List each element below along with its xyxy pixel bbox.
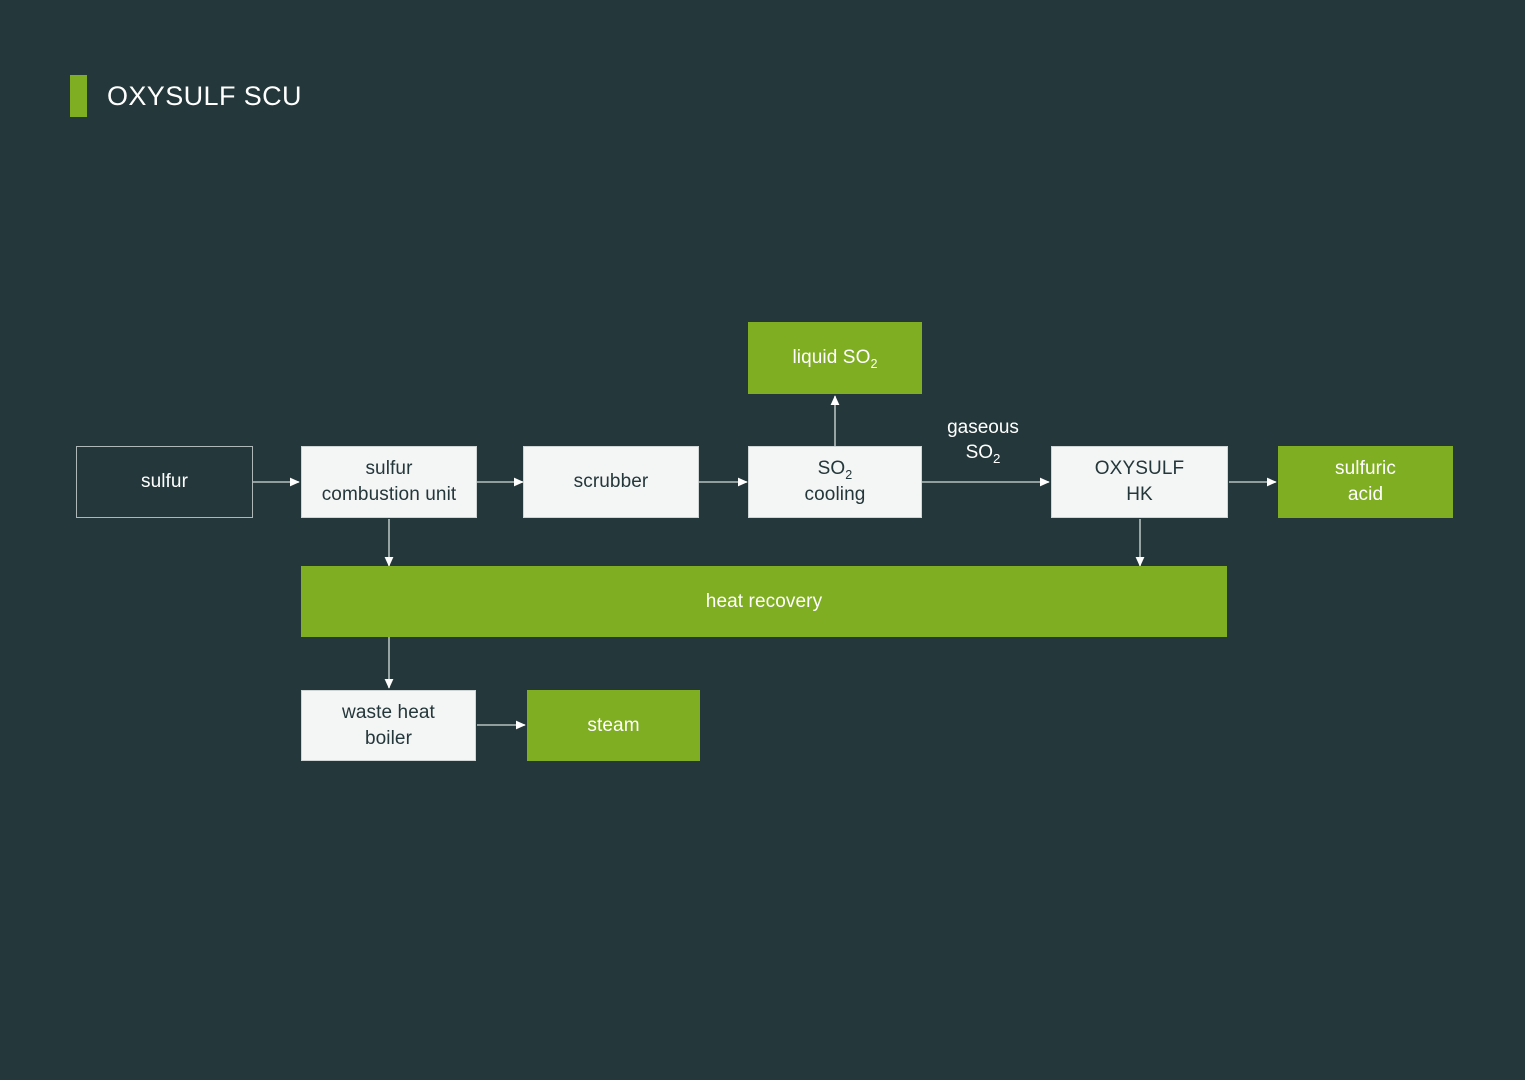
node-steam[interactable]: steam (527, 690, 700, 761)
node-liquid-so2-label: liquid SO2 (792, 345, 877, 371)
node-heat-recovery-label: heat recovery (705, 590, 823, 612)
title-label: OXYSULF SCU (107, 80, 302, 111)
edge-label-gaseous-so2-line2-main: SO (965, 441, 994, 463)
title-accent-bar (70, 75, 87, 117)
edge-label-gaseous-so2-line2-sub: 2 (993, 450, 1001, 466)
node-scrubber-label: scrubber (573, 471, 649, 493)
node-so2-cooling-label: SO2 cooling (805, 456, 866, 507)
edge-label-gaseous-so2-line1: gaseous (947, 417, 1019, 438)
node-scrubber[interactable]: scrubber (523, 446, 699, 518)
node-steam-label: steam (587, 714, 640, 736)
node-so2-cooling-label-sub: 2 (845, 468, 853, 483)
node-sulfur-label: sulfur (140, 471, 189, 493)
node-so2-cooling[interactable]: SO2 cooling (748, 446, 922, 518)
node-liquid-so2[interactable]: liquid SO2 (748, 322, 922, 394)
node-so2-cooling-label-main: SO (817, 458, 846, 480)
node-liquid-so2-label-sub: 2 (870, 356, 878, 371)
edge-label-gaseous-so2: gaseous SO2 (928, 416, 1038, 465)
node-liquid-so2-label-main: liquid SO (792, 347, 871, 369)
node-so2-cooling-label-line2: cooling (804, 484, 866, 505)
page-title: OXYSULF SCU (70, 74, 302, 118)
node-heat-recovery[interactable]: heat recovery (301, 566, 1227, 637)
node-sulfur[interactable]: sulfur (76, 446, 253, 518)
